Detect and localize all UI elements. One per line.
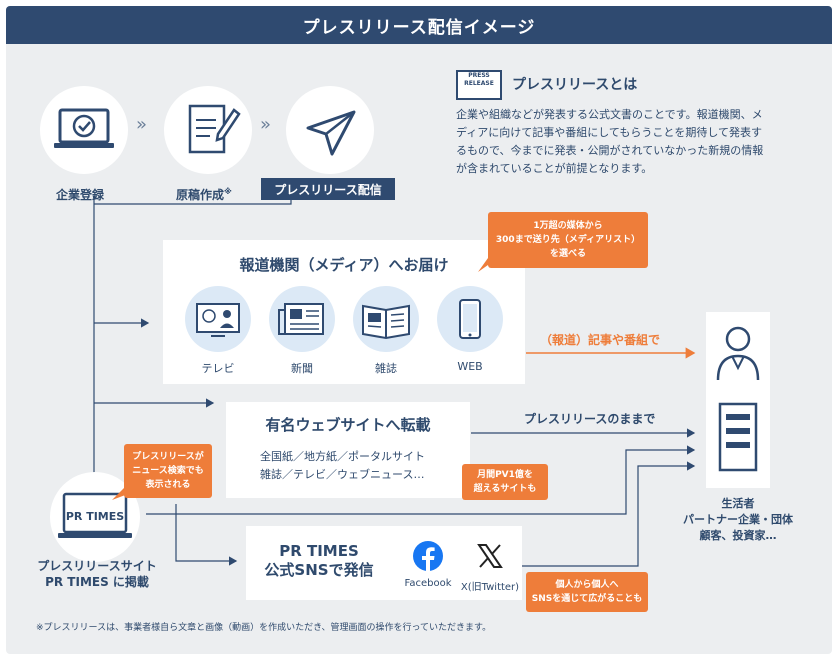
about-line: が含まれていることが前提となります。 [456,162,653,175]
audience-line: 顧客、投資家… [699,529,777,542]
x-label: X(旧Twitter) [460,582,520,593]
step-register-label: 企業登録 [56,188,105,202]
newspaper-icon [278,303,324,335]
magazine-circle [353,286,419,352]
media-box-title: 報道機関（メディア）へお届け [239,256,449,274]
chevron-right-icon: » [260,114,272,135]
audience-label: 生活者 パートナー企業・団体 顧客、投資家… [682,496,794,544]
callout-line: 超えるサイトも [473,484,537,494]
callout-line: 1万超の媒体から [533,221,603,231]
step-draft-label: 原稿作成※ [176,187,232,202]
step-deliver-label: プレスリリース配信 [261,178,395,200]
web-box-line1: 全国紙／地方紙／ポータルサイト [260,450,425,463]
callout-pointer [478,258,498,272]
paper-plane-icon [306,110,356,156]
step-register-circle [40,86,128,174]
audience-line: 生活者 [721,497,755,510]
step-deliver-circle [286,86,374,174]
callout-line: 300まで送り先（メディアリスト） [495,235,641,245]
sns-title: PR TIMES 公式SNSで発信 [260,542,378,580]
sns-title-line1: PR TIMES [279,542,359,560]
sns-callout: 個人から個人へ SNSを通じて広がることも [526,572,648,612]
release-icon-text: RELEASE [464,80,494,87]
prtimes-callout: プレスリリースが ニュース検索でも 表示される [124,444,212,498]
sns-box: PR TIMES 公式SNSで発信 Facebook X(旧Twitter) [246,526,522,600]
media-label-tv: テレビ [201,362,235,375]
laptop-check-icon [54,108,114,148]
about-line: 企業や組織などが発表する公式文書のことです。報道機関、メ [456,108,763,121]
web-arrow-label: プレスリリースのままで [524,412,656,426]
web-callout: 月間PV1億を 超えるサイトも [462,464,548,500]
callout-pointer [112,484,128,500]
smartphone-circle [437,286,503,352]
tv-circle [185,286,251,352]
step-draft-circle [164,86,252,174]
smartphone-icon [459,299,481,339]
callout-line: 月間PV1億を [477,470,533,480]
callout-line: 個人から個人へ [555,580,619,590]
callout-line: を選べる [549,249,586,259]
diagram-title: プレスリリース配信イメージ [6,6,832,44]
person-icon [716,326,760,381]
audience-line: パートナー企業・団体 [683,513,793,526]
web-box-line2: 雑誌／テレビ／ウェブニュース… [260,468,425,481]
prtimes-label: プレスリリースサイト PR TIMES に掲載 [22,558,172,590]
about-heading: プレスリリースとは [512,77,638,93]
callout-line: SNSを通じて広がることも [531,594,643,604]
x-icon[interactable] [476,542,504,570]
press-icon-text: PRESS [468,72,490,79]
building-icon [718,402,758,472]
web-box-title: 有名ウェブサイトへ転載 [265,416,431,434]
media-box: 報道機関（メディア）へお届け テレビ 新聞 [163,240,525,384]
document-pen-icon [188,104,241,154]
prtimes-label-line2: PR TIMES に掲載 [45,575,149,589]
about-line: るもので、今までに発表・公開がされていなかった新規の情報 [456,144,764,157]
sns-title-line2: 公式SNSで発信 [264,561,374,579]
callout-line: プレスリリースが [132,452,204,462]
connector-lines [93,196,696,567]
tv-icon [196,303,240,337]
prtimes-logo: PR TIMES [65,510,125,523]
media-label-newspaper: 新聞 [291,362,313,375]
newspaper-circle [269,286,335,352]
press-release-icon: PRESS RELEASE [456,70,502,100]
chevron-right-icon: » [136,114,148,135]
footnote: ※プレスリリースは、事業者様自ら文章と画像（動画）を作成いただき、管理画面の操作… [36,623,492,633]
magazine-icon [362,304,410,340]
media-label-magazine: 雑誌 [375,362,397,375]
callout-line: ニュース検索でも [132,466,204,476]
callout-line: 表示される [145,480,191,490]
media-label-web: WEB [457,360,483,373]
diagram-panel: プレスリリース配信イメージ 企業登録 » [6,6,832,654]
about-text: 企業や組織などが発表する公式文書のことです。報道機関、メ ディアに向けて記事や番… [456,106,826,178]
facebook-icon[interactable] [412,540,444,572]
prtimes-label-line1: プレスリリースサイト [37,559,157,573]
media-callout: 1万超の媒体から 300まで送り先（メディアリスト） を選べる [488,212,648,268]
web-box: 有名ウェブサイトへ転載 全国紙／地方紙／ポータルサイト 雑誌／テレビ／ウェブニュ… [226,402,470,498]
facebook-label: Facebook [404,578,452,589]
laptop-icon [58,492,132,538]
audience-box [706,312,770,488]
about-line: ディアに向けて記事や番組にしてもらうことを期待して発表す [456,126,763,139]
media-arrow-label: （報道）記事や番組で [540,333,661,347]
